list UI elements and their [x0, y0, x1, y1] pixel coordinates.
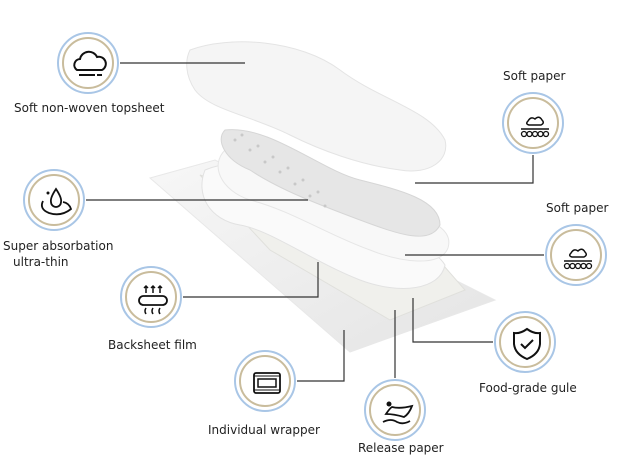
- label-absorption: Super absorbation ultra-thin: [3, 238, 113, 270]
- release-badge: [364, 379, 426, 441]
- wrapper-badge: [234, 350, 296, 412]
- label-topsheet: Soft non-woven topsheet: [14, 101, 165, 115]
- label-backsheet: Backsheet film: [108, 338, 197, 352]
- cloud-icon: [73, 50, 107, 76]
- core-dot-pattern: [233, 133, 327, 208]
- label-wrapper: Individual wrapper: [208, 423, 320, 437]
- breathable-film-icon: [138, 284, 168, 315]
- package-icon: [253, 372, 281, 394]
- label-release: Release paper: [358, 441, 444, 455]
- label-soft-paper-1: Soft paper: [503, 69, 566, 83]
- soft-paper-badge-2: [545, 224, 607, 286]
- layers-icon: [520, 116, 550, 138]
- peel-paper-icon: [382, 401, 414, 425]
- label-soft-paper-2: Soft paper: [546, 201, 609, 215]
- absorption-badge: [23, 169, 85, 231]
- soft-paper-badge-1: [502, 92, 564, 154]
- absorbent-core-layer: [220, 129, 441, 237]
- topsheet-layer: [186, 41, 447, 172]
- glue-badge: [494, 311, 556, 373]
- water-drop-icon: [40, 187, 73, 216]
- layers-icon: [563, 248, 593, 270]
- label-absorption-line2: ultra-thin: [13, 255, 69, 269]
- label-absorption-line1: Super absorbation: [3, 239, 114, 253]
- backsheet-badge: [120, 266, 182, 328]
- label-glue: Food-grade gule: [479, 381, 577, 395]
- topsheet-badge: [57, 32, 119, 94]
- leader-lines: [86, 62, 544, 382]
- shield-check-icon: [513, 327, 541, 361]
